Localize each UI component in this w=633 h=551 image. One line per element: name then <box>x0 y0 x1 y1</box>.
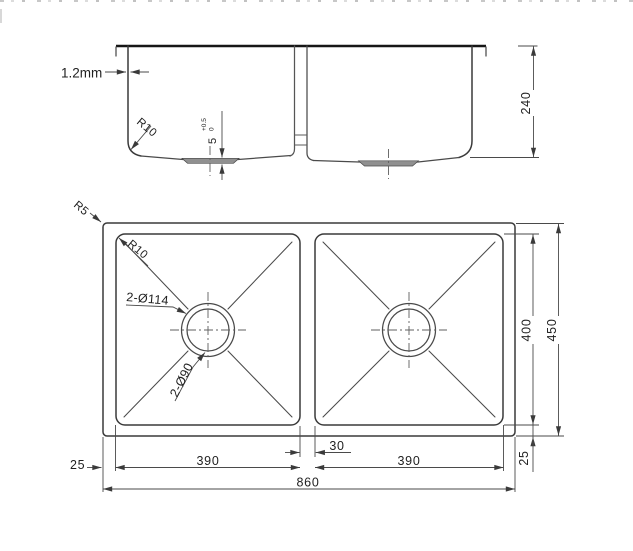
divider-right-wall <box>306 45 315 162</box>
callout-bowl-corner-radius: R10 <box>118 237 150 267</box>
bowl-depth-label: 400 <box>520 319 534 342</box>
drain-inner-label: 2-Ø90 <box>167 361 196 400</box>
rim-edge-stubs <box>115 46 487 57</box>
dim-center-gap-30: 30 <box>285 439 351 456</box>
callout-drain-outer: 2-Ø114 <box>126 290 187 314</box>
right-drain <box>371 292 447 368</box>
dim-overall-width-860: 860 <box>103 476 515 492</box>
scan-artifact-top <box>0 0 633 2</box>
dim-overall-depth-450: 450 <box>545 224 562 436</box>
left-drain-pad <box>181 157 240 164</box>
overall-depth-label: 450 <box>545 319 559 342</box>
center-gap-label: 30 <box>329 439 344 453</box>
dim-left-bowl-width-390: 390 <box>115 454 300 471</box>
dim-recess-height: 5 +0.5 0 <box>201 111 225 180</box>
bowl-corner-radius-label: R10 <box>125 238 150 262</box>
plan-view: R5 R10 2-Ø114 2-Ø90 <box>70 199 564 492</box>
depth-dim-label: 240 <box>519 92 533 115</box>
right-bowl-width-label: 390 <box>398 454 421 468</box>
callout-outer-corner-radius: R5 <box>71 199 102 223</box>
divider-bridge-lines <box>294 134 307 146</box>
right-bowl-right-wall <box>458 45 473 159</box>
left-bowl-width-label: 390 <box>197 454 220 468</box>
recess-height-value: 5 <box>207 138 219 144</box>
left-bowl-left-wall <box>127 45 142 157</box>
dim-wall-thickness: 1.2mm <box>61 66 149 81</box>
right-drain-pad <box>357 160 420 167</box>
dim-left-margin-25: 25 <box>70 458 102 472</box>
scan-artifact-left <box>0 9 2 23</box>
front-elevation-view: 1.2mm R10 5 +0.5 0 <box>61 44 539 180</box>
left-drain <box>170 292 246 368</box>
right-extension-lines <box>504 223 564 437</box>
dim-depth-240: 240 <box>470 45 539 158</box>
front-corner-radius-label: R10 <box>134 116 159 140</box>
dim-bowl-depth-400: 400 <box>520 234 536 425</box>
dim-right-bowl-width-390: 390 <box>315 454 504 471</box>
left-bowl-outline <box>115 233 301 426</box>
callout-front-corner-radius: R10 <box>130 116 159 150</box>
overall-width-label: 860 <box>297 476 320 490</box>
wall-thickness-label: 1.2mm <box>61 66 102 81</box>
outer-rim-outline <box>102 222 516 437</box>
right-bottom-margin-label: 25 <box>517 450 531 465</box>
drain-outer-label: 2-Ø114 <box>126 290 170 308</box>
callout-drain-inner: 2-Ø90 <box>167 352 206 402</box>
right-bowl-outline <box>314 233 504 426</box>
divider-left-wall <box>289 45 296 157</box>
recess-tol-upper: +0.5 <box>201 118 208 131</box>
left-margin-label: 25 <box>70 458 85 472</box>
bowl-slope-diagonals <box>123 241 496 418</box>
outer-corner-radius-label: R5 <box>71 199 91 218</box>
dim-right-bottom-margin-25: 25 <box>517 425 536 472</box>
bottom-extension-lines <box>102 425 516 492</box>
recess-tol-lower: 0 <box>209 127 216 131</box>
